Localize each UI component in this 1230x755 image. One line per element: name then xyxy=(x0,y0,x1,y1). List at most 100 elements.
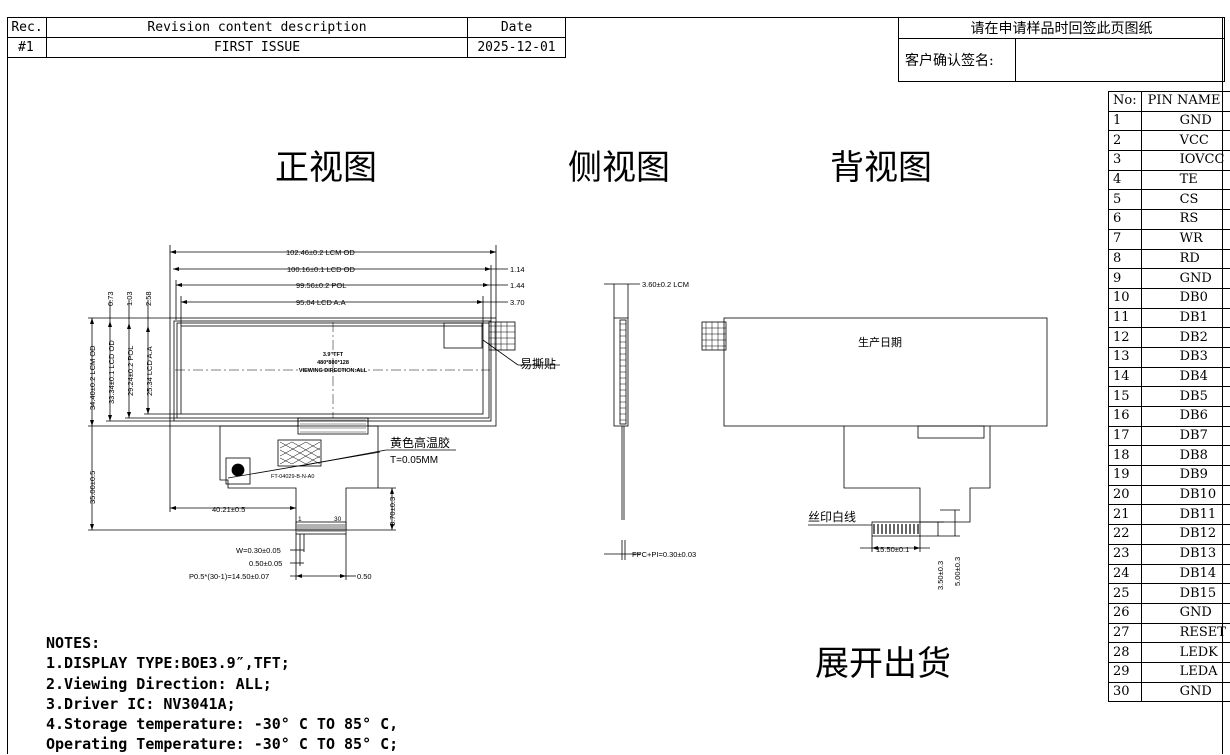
pin-name: RS xyxy=(1141,210,1230,230)
pin-name: DB6 xyxy=(1141,407,1230,427)
pin-name: LEDA xyxy=(1141,662,1230,682)
pin-number: 9 xyxy=(1109,269,1142,289)
pin-number: 7 xyxy=(1109,229,1142,249)
dim-top-offset-3: 2.58 xyxy=(144,291,153,306)
pin-number: 27 xyxy=(1109,623,1142,643)
center-text-line-2: 480*800*128 xyxy=(317,360,349,366)
pin-name: DB14 xyxy=(1141,564,1230,584)
stiffener xyxy=(872,522,920,536)
pin-name: IOVCC xyxy=(1141,151,1230,171)
pin-number: 13 xyxy=(1109,347,1142,367)
pin-number: 17 xyxy=(1109,426,1142,446)
tape-label: 黄色高温胶 xyxy=(390,435,450,450)
dim-back-b: 5.00±0.3 xyxy=(953,557,962,586)
pin-name: WR xyxy=(1141,229,1230,249)
dim-pin-gap: 0.50±0.05 xyxy=(249,559,282,568)
pin-number: 21 xyxy=(1109,505,1142,525)
dim-lcd-aa-width: 95.04 LCD A.A xyxy=(296,298,346,307)
pin-number: 6 xyxy=(1109,210,1142,230)
pin-name: DB11 xyxy=(1141,505,1230,525)
dim-lcd-od-width: 100.16±0.1 LCD OD xyxy=(287,265,355,274)
silk-print-label: 丝印白线 xyxy=(808,509,856,524)
pin-name: DB2 xyxy=(1141,328,1230,348)
dim-right-1: 1.14 xyxy=(510,265,525,274)
dim-pin-edge: 0.50 xyxy=(357,572,372,581)
pin-name: DB1 xyxy=(1141,308,1230,328)
note-line-5: Operating Temperature: -30° C TO 85° C; xyxy=(46,734,398,754)
production-date-label: 生产日期 xyxy=(858,335,902,349)
pin-name: GND xyxy=(1141,682,1230,702)
pin-name: DB0 xyxy=(1141,288,1230,308)
pin-name: GND xyxy=(1141,603,1230,623)
pin-number: 2 xyxy=(1109,131,1142,151)
pin-number: 3 xyxy=(1109,151,1142,171)
pin-number: 1 xyxy=(1109,111,1142,131)
dim-fpc-length: 35.00±0.5 xyxy=(88,471,97,504)
dim-fpc-height: 3.70±0.3 xyxy=(388,497,397,526)
pin-number: 30 xyxy=(1109,682,1142,702)
peel-tab-label: 易撕贴 xyxy=(520,357,556,371)
dim-pol-height: 29.24±0.2 POL xyxy=(126,346,135,396)
pin-name: DB8 xyxy=(1141,446,1230,466)
dim-lcm-od-height: 34.40±0.2 LCM OD xyxy=(88,345,97,410)
pin-last-label: 30 xyxy=(334,516,342,523)
dim-back-a: 3.50±0.3 xyxy=(936,561,945,590)
dim-pin-pitch: P0.5*(30-1)=14.50±0.07 xyxy=(189,572,269,581)
pin-number: 22 xyxy=(1109,525,1142,545)
dim-lcd-od-height: 33.34±0.1 LCD OD xyxy=(107,340,116,404)
pin-number: 26 xyxy=(1109,603,1142,623)
pin-number: 5 xyxy=(1109,190,1142,210)
pin-number: 14 xyxy=(1109,367,1142,387)
pin-number: 19 xyxy=(1109,466,1142,486)
pin-name: DB15 xyxy=(1141,584,1230,604)
pin-number: 4 xyxy=(1109,170,1142,190)
pin-name: LEDK xyxy=(1141,643,1230,663)
dim-pol-width: 99.56±0.2 POL xyxy=(296,281,346,290)
pin-number: 29 xyxy=(1109,662,1142,682)
dim-right-2: 1.44 xyxy=(510,281,525,290)
fpc-code: FT-04029-B-N-A0 xyxy=(271,474,314,480)
tape-thickness: T=0.05MM xyxy=(390,455,438,466)
note-line-4: 4.Storage temperature: -30° C TO 85° C, xyxy=(46,714,398,734)
pin-first-label: 1 xyxy=(298,516,302,523)
pin-name: CS xyxy=(1141,190,1230,210)
pin-name: DB5 xyxy=(1141,387,1230,407)
pin-name: DB12 xyxy=(1141,525,1230,545)
dim-top-offset-2: 1.03 xyxy=(125,291,134,306)
pin-header-no: No: xyxy=(1109,92,1142,112)
pin-name: DB4 xyxy=(1141,367,1230,387)
pin-name: TE xyxy=(1141,170,1230,190)
note-line-3: 3.Driver IC: NV3041A; xyxy=(46,694,398,714)
center-text-line-1: 3.9"TFT xyxy=(323,352,344,358)
pin-number: 12 xyxy=(1109,328,1142,348)
pin-name: DB3 xyxy=(1141,347,1230,367)
pin-name: VCC xyxy=(1141,131,1230,151)
pin-number: 24 xyxy=(1109,564,1142,584)
pin-number: 23 xyxy=(1109,544,1142,564)
note-line-2: 2.Viewing Direction: ALL; xyxy=(46,674,398,694)
pin-name: DB10 xyxy=(1141,485,1230,505)
back-view-outline xyxy=(702,318,1047,536)
dim-fpc-thickness: FPC+PI=0.30±0.03 xyxy=(632,550,696,559)
pin-name: GND xyxy=(1141,111,1230,131)
